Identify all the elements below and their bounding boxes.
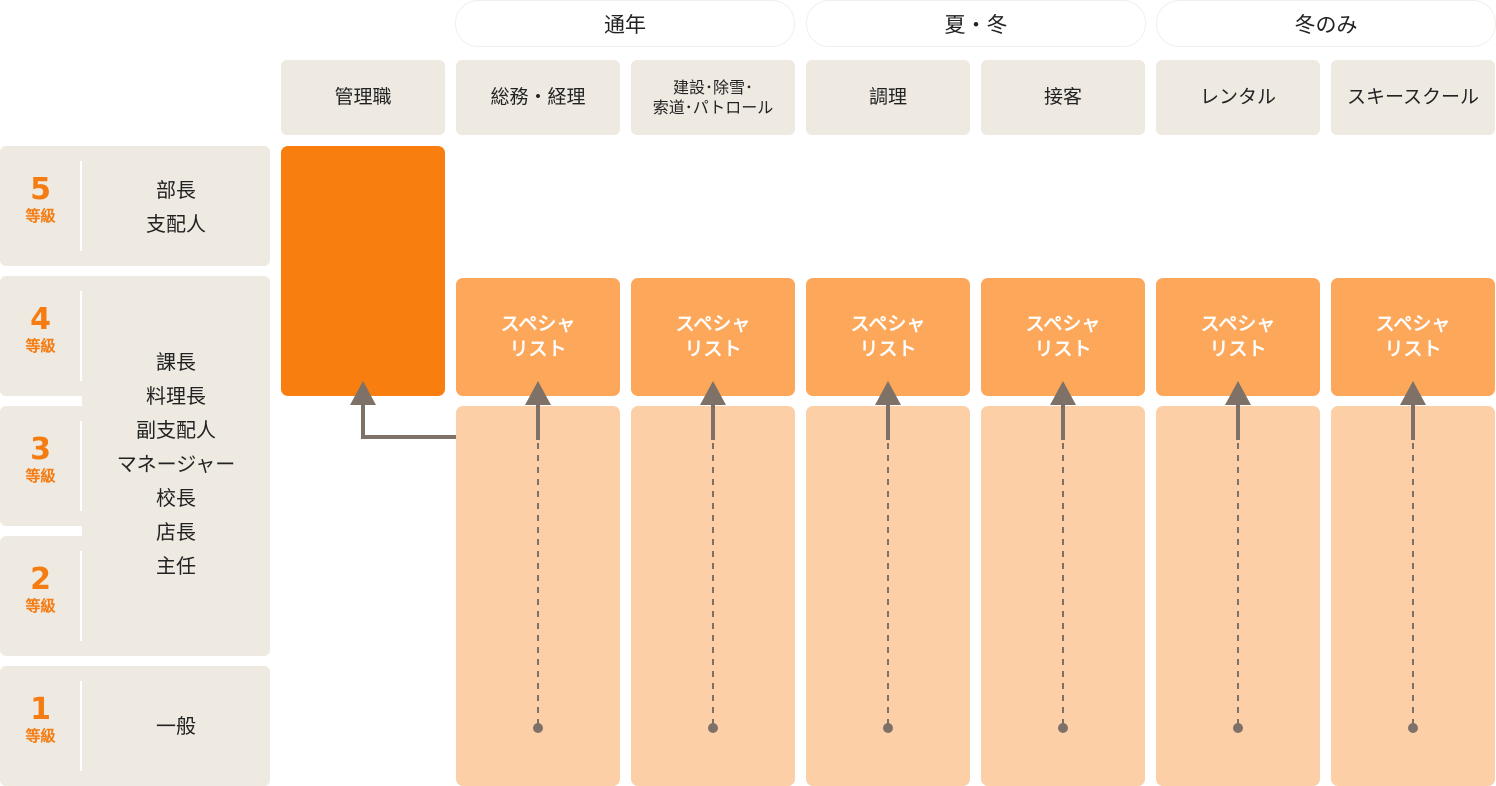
header-rental: レンタル bbox=[1156, 60, 1320, 135]
start-dot-icon bbox=[883, 723, 893, 733]
header-management: 管理職 bbox=[281, 60, 445, 135]
specialist-label: スペシャ bbox=[1025, 313, 1101, 335]
merged-roles-panel bbox=[82, 276, 270, 656]
specialist-label: リスト bbox=[859, 338, 917, 360]
specialist-label: リスト bbox=[1034, 338, 1092, 360]
header-label: 接客 bbox=[1043, 85, 1082, 108]
specialist-label: リスト bbox=[1384, 338, 1442, 360]
specialist-label: リスト bbox=[684, 338, 742, 360]
grade-suffix: 等級 bbox=[25, 727, 56, 745]
management-track bbox=[281, 146, 445, 396]
header-label: 管理職 bbox=[334, 85, 392, 108]
group-summer-winter: 夏・冬 bbox=[806, 0, 1146, 47]
role: マネージャー bbox=[116, 452, 236, 476]
header-cooking: 調理 bbox=[806, 60, 970, 135]
header-ski-school: スキースクール bbox=[1331, 60, 1495, 135]
group-label: 夏・冬 bbox=[944, 12, 1008, 37]
arrow-head-icon bbox=[1400, 381, 1426, 405]
header-label-line2: 索道･パトロール bbox=[652, 97, 774, 117]
grade-number: 1 bbox=[30, 692, 51, 727]
specialist-box: スペシャリスト bbox=[1331, 278, 1495, 396]
specialist-label: スペシャ bbox=[500, 313, 576, 335]
role: 部長 bbox=[156, 178, 196, 202]
start-dot-icon bbox=[1408, 723, 1418, 733]
manager-arrow bbox=[350, 381, 456, 439]
arrow-head-icon bbox=[1225, 381, 1251, 405]
role: 校長 bbox=[156, 486, 196, 510]
header-label: レンタル bbox=[1199, 85, 1276, 108]
role: 課長 bbox=[156, 350, 196, 374]
start-dot-icon bbox=[708, 723, 718, 733]
group-label: 通年 bbox=[604, 12, 646, 37]
group-year-round: 通年 bbox=[455, 0, 795, 47]
header-label: スキースクール bbox=[1346, 85, 1480, 108]
arrow-head-icon bbox=[875, 381, 901, 405]
grade-2to4-roles: 課長 料理長 副支配人 マネージャー 校長 店長 主任 bbox=[82, 345, 270, 583]
start-dot-icon bbox=[533, 723, 543, 733]
grade-suffix: 等級 bbox=[25, 597, 56, 615]
divider bbox=[80, 291, 82, 381]
arrow-head-icon bbox=[1050, 381, 1076, 405]
role: 一般 bbox=[156, 714, 196, 738]
start-dot-icon bbox=[1058, 723, 1068, 733]
specialist-label: スペシャ bbox=[850, 313, 926, 335]
specialist-box: スペシャリスト bbox=[1156, 278, 1320, 396]
divider bbox=[80, 681, 82, 771]
specialist-label: リスト bbox=[1209, 338, 1267, 360]
manager-arrow-head-icon bbox=[350, 381, 376, 405]
start-dot-icon bbox=[1233, 723, 1243, 733]
group-winter-only: 冬のみ bbox=[1156, 0, 1496, 47]
header-construction: 建設･除雪･索道･パトロール bbox=[631, 60, 795, 135]
arrow-head-icon bbox=[700, 381, 726, 405]
specialist-label: スペシャ bbox=[1200, 313, 1276, 335]
group-label: 冬のみ bbox=[1294, 12, 1358, 37]
role: 店長 bbox=[156, 520, 196, 544]
grade-number: 5 bbox=[30, 172, 51, 207]
manager-arrow-line bbox=[361, 398, 456, 439]
specialist-label: スペシャ bbox=[675, 313, 751, 335]
grade-5-roles: 部長 支配人 bbox=[82, 173, 270, 241]
grade-1-roles: 一般 bbox=[82, 709, 270, 743]
specialist-box: スペシャリスト bbox=[631, 278, 795, 396]
grade-number: 3 bbox=[30, 432, 51, 467]
divider bbox=[80, 161, 82, 251]
specialist-box: スペシャリスト bbox=[456, 278, 620, 396]
role: 副支配人 bbox=[136, 418, 216, 442]
grade-suffix: 等級 bbox=[25, 207, 56, 225]
specialist-box: スペシャリスト bbox=[806, 278, 970, 396]
header-label: 総務・経理 bbox=[490, 85, 586, 108]
arrow-head-icon bbox=[525, 381, 551, 405]
role: 料理長 bbox=[146, 384, 206, 408]
divider bbox=[80, 421, 82, 511]
grade-suffix: 等級 bbox=[25, 467, 56, 485]
specialist-label: スペシャ bbox=[1375, 313, 1451, 335]
role: 支配人 bbox=[146, 212, 206, 236]
role: 主任 bbox=[156, 554, 196, 578]
grade-number: 2 bbox=[30, 562, 51, 597]
header-label: 調理 bbox=[868, 85, 907, 108]
header-hospitality: 接客 bbox=[981, 60, 1145, 135]
header-label-line1: 建設･除雪･ bbox=[672, 77, 753, 97]
grade-suffix: 等級 bbox=[25, 337, 56, 355]
grade-number: 4 bbox=[30, 302, 51, 337]
header-general-affairs: 総務・経理 bbox=[456, 60, 620, 135]
specialist-box: スペシャリスト bbox=[981, 278, 1145, 396]
divider bbox=[80, 551, 82, 641]
specialist-label: リスト bbox=[509, 338, 567, 360]
